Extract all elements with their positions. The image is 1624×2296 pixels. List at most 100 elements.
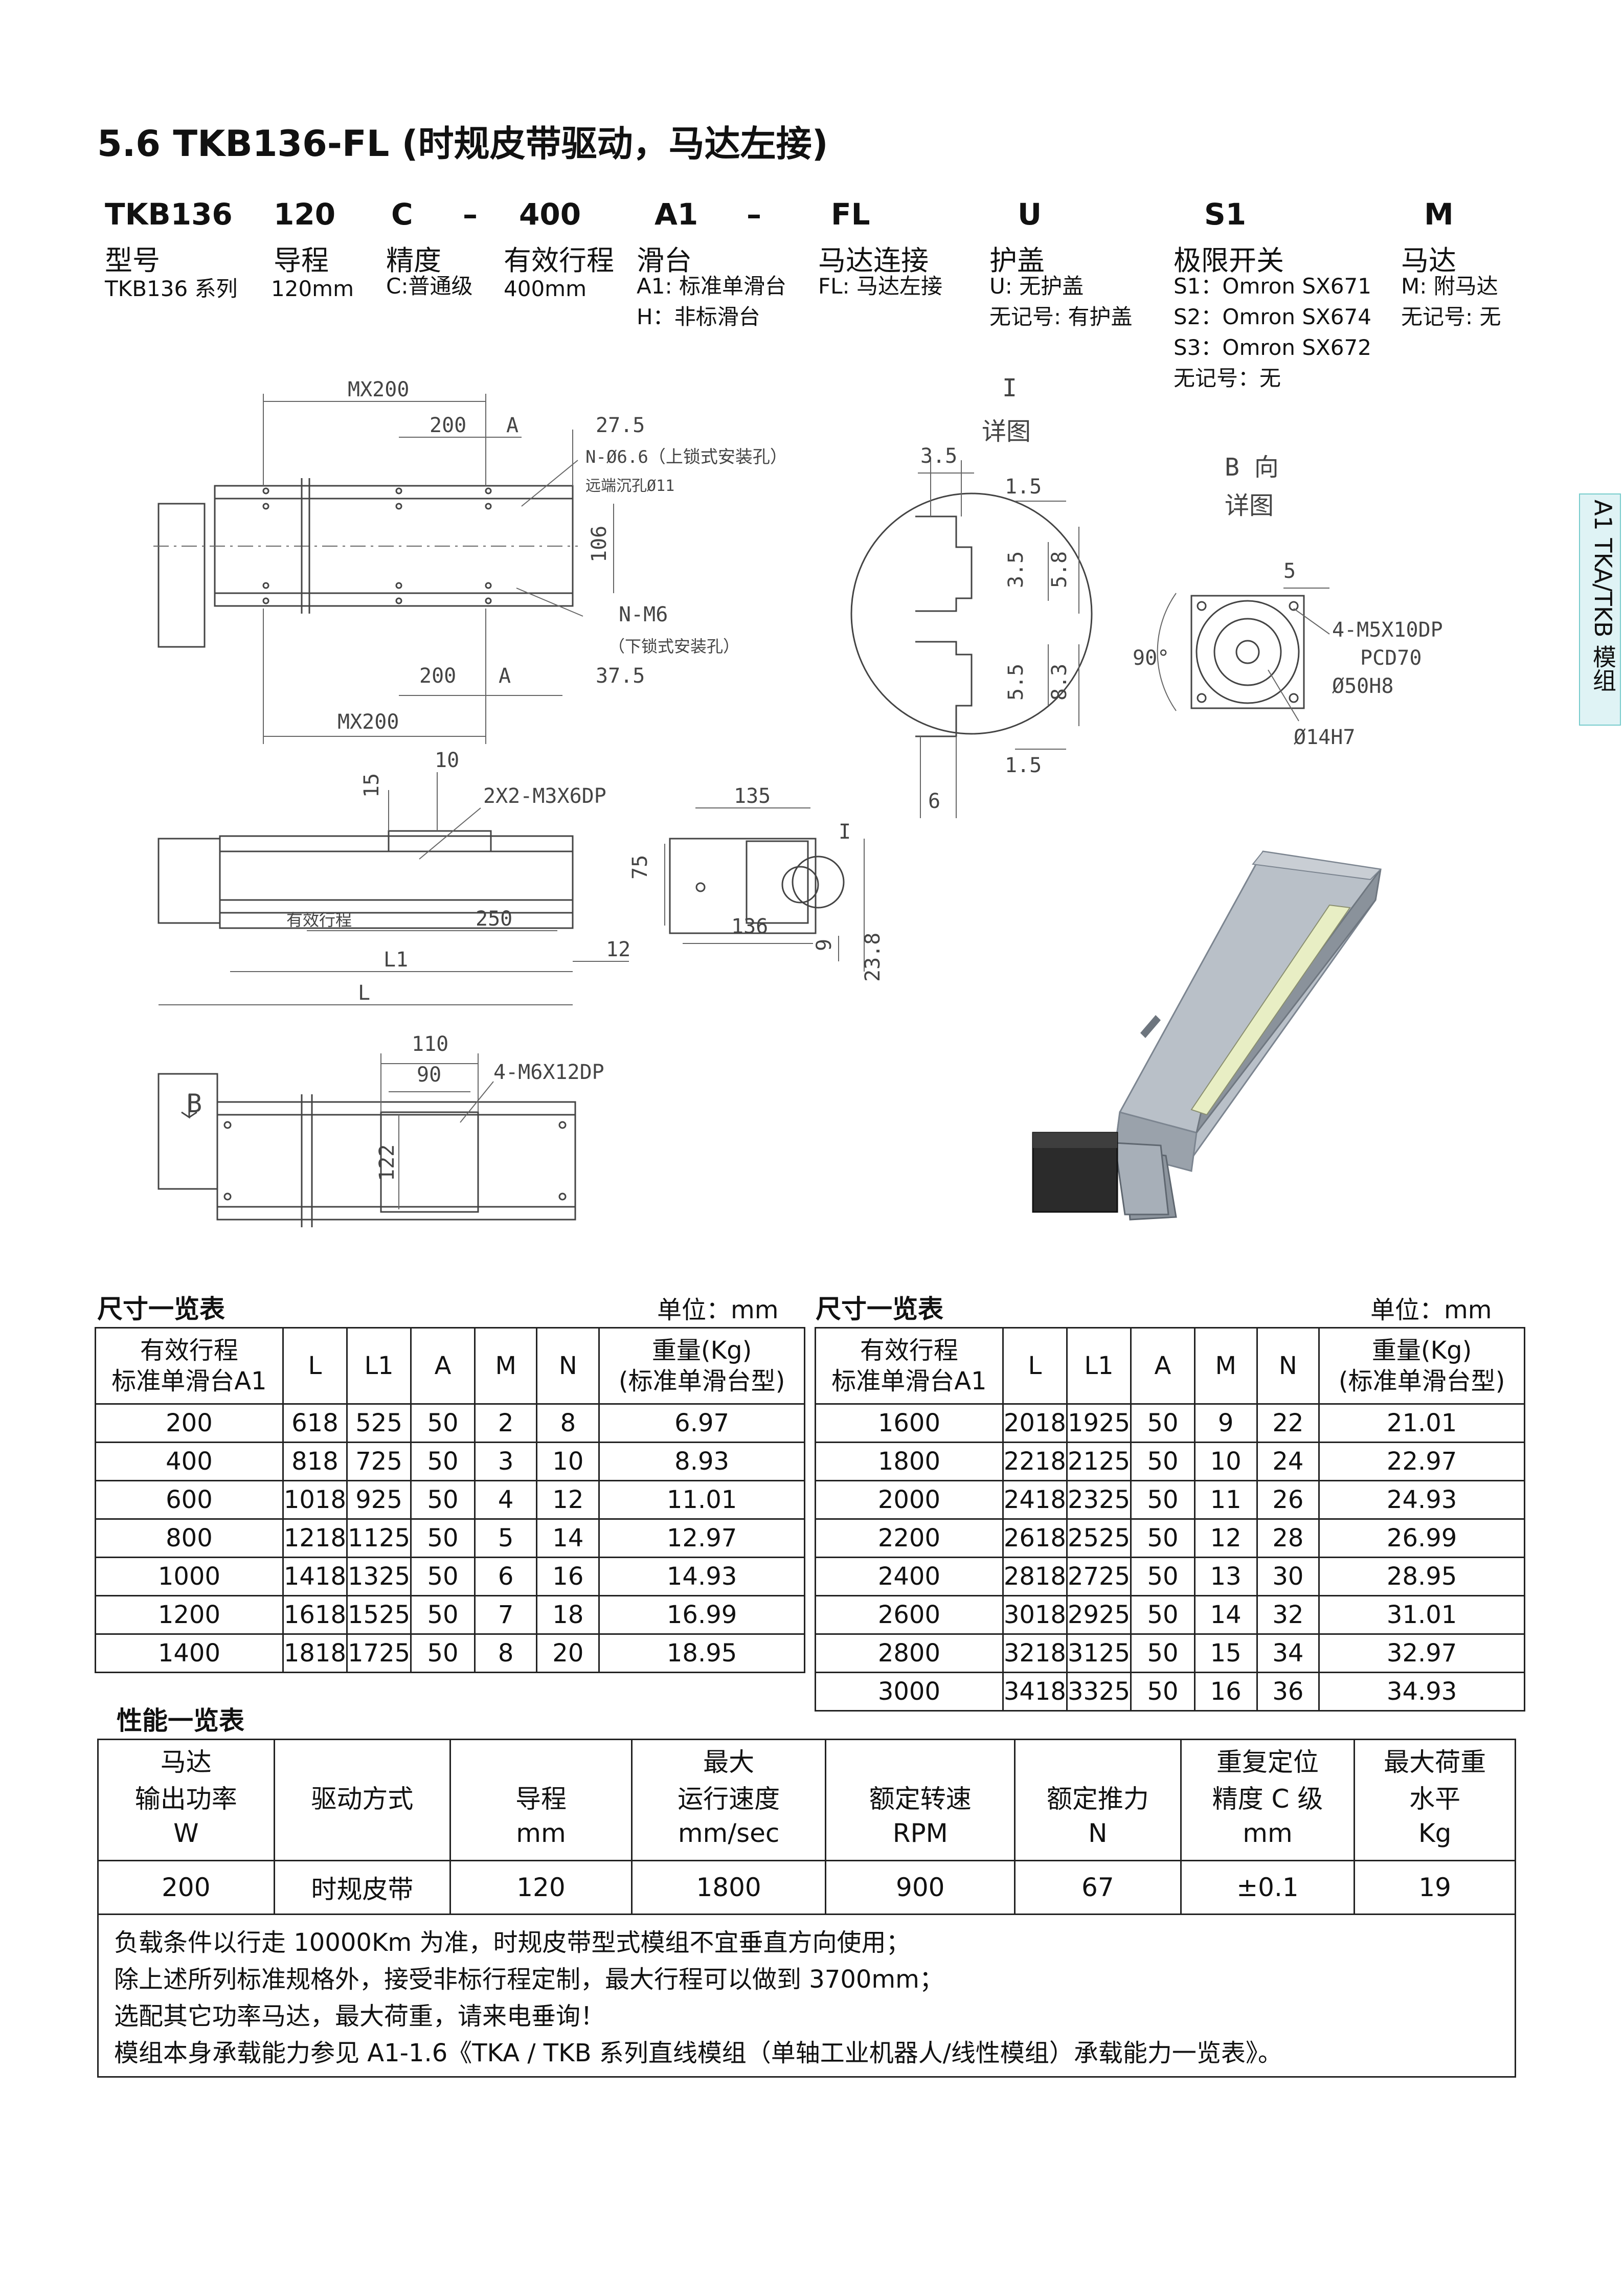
perf-unit-cell: mm (1180, 1818, 1356, 1861)
svg-text:10: 10 (435, 749, 459, 772)
detail-b: B 向 详图 5 4-M5X10DP PCD70 Ø50H8 Ø14H7 90° (1133, 453, 1443, 749)
perf-value-cell: 120 (449, 1860, 633, 1915)
table-cell: 1618 (282, 1595, 348, 1635)
table-cell: 8.93 (598, 1442, 805, 1481)
table-cell: 2725 (1066, 1557, 1132, 1596)
code-motor: M (1424, 197, 1454, 232)
table-cell: 6 (473, 1557, 538, 1596)
table-cell: 12 (1193, 1518, 1258, 1558)
table-cell: 3000 (815, 1672, 1004, 1712)
table-cell: 1418 (282, 1557, 348, 1596)
svg-text:200: 200 (430, 414, 466, 437)
perf-header-cell: 马达 输出功率 (97, 1739, 275, 1818)
module-3d-render (1032, 850, 1382, 1221)
svg-text:远端沉孔Ø11: 远端沉孔Ø11 (585, 477, 674, 495)
table-cell: 1218 (282, 1518, 348, 1558)
left-header-cell: L1 (346, 1327, 412, 1405)
model-code-row: TKB136 120 C – 400 A1 – FL U S1 M (105, 197, 1588, 233)
svg-text:A: A (506, 414, 518, 437)
table-cell: 14.93 (598, 1557, 805, 1596)
perf-unit-cell: mm (449, 1818, 633, 1861)
code-stroke: 400 (519, 197, 581, 232)
perf-header-cell: 额定转速 (825, 1739, 1016, 1818)
perf-header-cell: 最大荷重 水平 (1354, 1739, 1516, 1818)
table-cell: 1925 (1066, 1403, 1132, 1443)
svg-text:B 向: B 向 (1225, 453, 1279, 482)
svg-text:8.3: 8.3 (1048, 664, 1071, 701)
table-cell: 50 (1130, 1442, 1196, 1481)
right-header-cell: L (1002, 1327, 1068, 1405)
svg-text:N-Ø6.6（上锁式安装孔）: N-Ø6.6（上锁式安装孔） (585, 447, 787, 467)
perf-header-row: 马达 输出功率驱动方式导程最大 运行速度额定转速额定推力重复定位 精度 C 级最… (97, 1739, 1516, 1818)
table-cell: 34 (1256, 1633, 1320, 1673)
table-cell: 31.01 (1318, 1595, 1525, 1635)
table-cell: 2400 (815, 1557, 1004, 1596)
table-cell: 2000 (815, 1480, 1004, 1520)
svg-text:3.5: 3.5 (920, 444, 957, 468)
table-cell: 2325 (1066, 1480, 1132, 1520)
name-lead: 导程 (274, 244, 329, 277)
perf-value-cell: 1800 (630, 1860, 827, 1915)
svg-text:详图: 详图 (1225, 491, 1274, 520)
svg-text:详图: 详图 (982, 417, 1031, 446)
table-cell: 3418 (1002, 1672, 1068, 1712)
svg-text:Ø50H8: Ø50H8 (1332, 674, 1393, 698)
svg-text:75: 75 (628, 855, 652, 880)
perf-header-cell: 最大 运行速度 (630, 1739, 827, 1818)
table-cell: 3218 (1002, 1633, 1068, 1673)
right-header-cell: 有效行程 标准单滑台A1 (815, 1327, 1004, 1405)
table-cell: 26.99 (1318, 1518, 1525, 1558)
name-slide: 滑台 (637, 244, 692, 277)
perf-header-cell: 驱动方式 (273, 1739, 452, 1818)
table-cell: 200 (95, 1403, 284, 1443)
dim-table-left-unit: 单位：mm (657, 1296, 779, 1324)
svg-text:136: 136 (731, 915, 768, 938)
name-model: 型号 (105, 244, 160, 277)
note-line: 除上述所列标准规格外，接受非标行程定制，最大行程可以做到 3700mm； (114, 1965, 944, 1994)
perf-unit-cell (273, 1818, 452, 1861)
perf-value-cell: 900 (825, 1860, 1016, 1915)
table-cell: 16 (1193, 1672, 1258, 1712)
table-cell: 2218 (1002, 1442, 1068, 1481)
svg-text:2X2-M3X6DP: 2X2-M3X6DP (483, 784, 606, 808)
svg-text:37.5: 37.5 (596, 664, 645, 688)
table-cell: 1325 (346, 1557, 412, 1596)
table-cell: 50 (1130, 1672, 1196, 1712)
svg-text:B: B (187, 1089, 202, 1118)
code-cover: U (1018, 197, 1042, 232)
table-cell: 8 (473, 1633, 538, 1673)
table-cell: 50 (1130, 1518, 1196, 1558)
svg-text:135: 135 (734, 784, 771, 808)
svg-text:9: 9 (813, 939, 836, 951)
right-header-cell: L1 (1066, 1327, 1132, 1405)
dim-table-right-label: 尺寸一览表 (816, 1294, 943, 1324)
bottom-view: 110 90 4-M6X12DP 122 B (157, 1032, 604, 1227)
left-header-cell: 有效行程 标准单滑台A1 (95, 1327, 284, 1405)
svg-text:N-M6: N-M6 (619, 603, 668, 626)
right-header-cell: M (1193, 1327, 1258, 1405)
table-cell: 9 (1193, 1403, 1258, 1443)
table-cell: 525 (346, 1403, 412, 1443)
svg-text:110: 110 (412, 1032, 448, 1056)
table-cell: 50 (410, 1518, 476, 1558)
desc-motor-conn: FL: 马达左接 (818, 274, 943, 299)
table-cell: 50 (1130, 1403, 1196, 1443)
code-lead: 120 (274, 197, 336, 232)
right-header-cell: A (1130, 1327, 1196, 1405)
svg-text:L1: L1 (384, 948, 408, 972)
svg-text:Ø14H7: Ø14H7 (1294, 726, 1355, 749)
svg-text:3.5: 3.5 (1004, 551, 1028, 588)
svg-text:6: 6 (928, 790, 940, 813)
perf-table-label: 性能一览表 (117, 1706, 244, 1736)
dim-table-left-label: 尺寸一览表 (97, 1294, 225, 1324)
table-cell: 2200 (815, 1518, 1004, 1558)
name-motor: 马达 (1401, 244, 1456, 277)
